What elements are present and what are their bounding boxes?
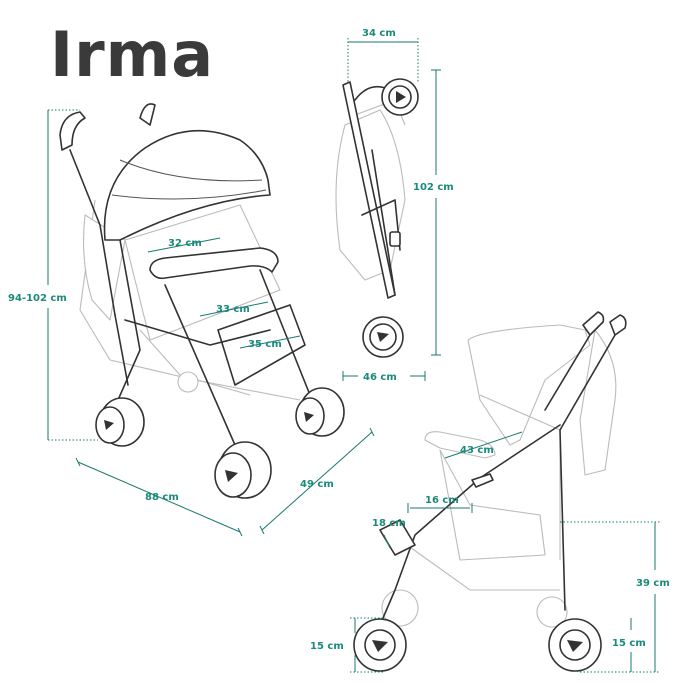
stroller-front-view bbox=[59, 103, 345, 499]
label-armrest-height: 18 cm bbox=[372, 518, 406, 529]
label-total-length: 88 cm bbox=[145, 492, 179, 503]
label-folded-width: 34 cm bbox=[362, 28, 396, 39]
label-rear-wheel: 15 cm bbox=[612, 638, 646, 649]
dimension-lines-side bbox=[350, 431, 660, 673]
label-folded-depth: 46 cm bbox=[363, 372, 397, 383]
stroller-wheel bbox=[381, 78, 419, 116]
label-seat-depth: 33 cm bbox=[216, 304, 250, 315]
label-front-wheel: 15 cm bbox=[310, 641, 344, 652]
label-footrest-width: 35 cm bbox=[248, 339, 282, 350]
stroller-wheel bbox=[362, 316, 404, 358]
stroller-wheel bbox=[548, 618, 602, 672]
label-total-width: 49 cm bbox=[300, 479, 334, 490]
label-seat-height: 39 cm bbox=[636, 578, 670, 589]
stroller-side-view bbox=[353, 311, 627, 672]
product-title: Irma bbox=[50, 18, 215, 91]
label-total-height: 94-102 cm bbox=[8, 293, 67, 304]
stroller-wheel bbox=[95, 397, 145, 447]
stroller-wheel bbox=[214, 441, 272, 499]
label-armrest-length: 16 cm bbox=[425, 495, 459, 506]
label-seat-width: 32 cm bbox=[168, 238, 202, 249]
stroller-folded-view bbox=[335, 78, 419, 358]
dimension-lines-main bbox=[47, 109, 375, 537]
label-backrest-height: 43 cm bbox=[460, 445, 494, 456]
stroller-wheel bbox=[295, 387, 345, 437]
label-folded-height: 102 cm bbox=[413, 182, 454, 193]
dimension-lines-folded bbox=[342, 38, 441, 381]
stroller-wheel bbox=[353, 618, 407, 672]
